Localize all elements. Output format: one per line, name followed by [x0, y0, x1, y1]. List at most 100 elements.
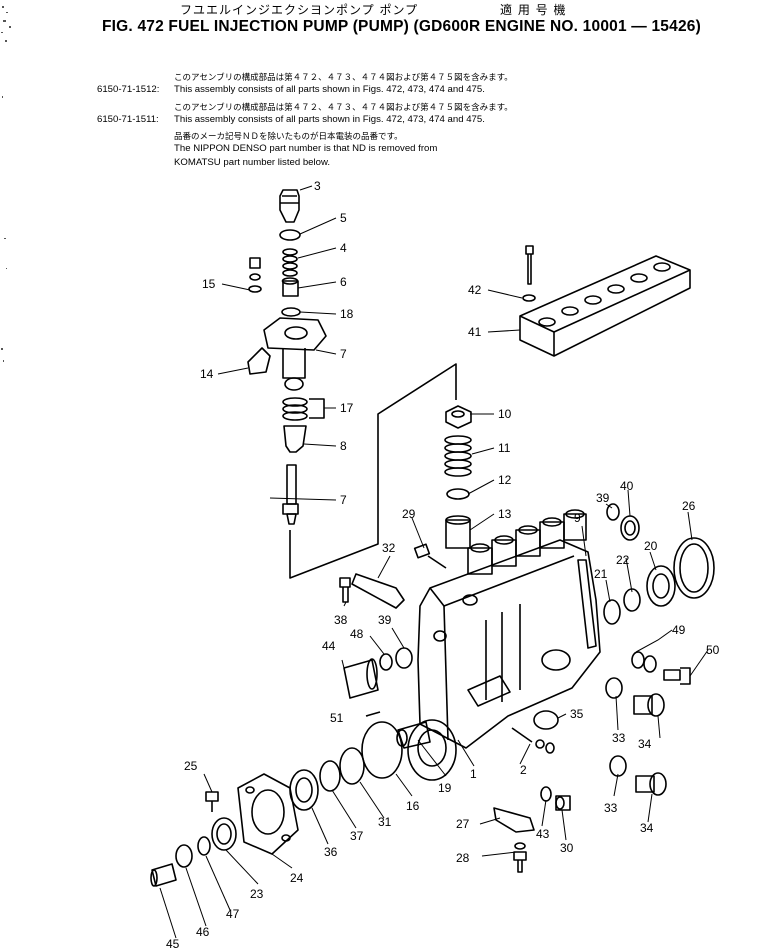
leader-lines — [159, 185, 709, 939]
callout-47: 47 — [226, 907, 240, 921]
part-22-shim — [623, 588, 641, 612]
callout-48: 48 — [350, 627, 364, 641]
callout-39: 39 — [596, 491, 610, 505]
callout-44: 44 — [322, 639, 336, 653]
part-16-o-ring — [361, 721, 403, 779]
part-47-ring — [197, 836, 211, 856]
pump-elements-row — [467, 509, 587, 575]
part-26-ring — [673, 537, 715, 599]
note-2-part-number: 6150-71-1511: — [97, 114, 159, 125]
callout-26: 26 — [682, 499, 696, 513]
note-1-jp: このアセンブリの構成部品は第４７２、４７３、４７４図および第４７５図を含みます。 — [174, 73, 513, 83]
callout-40: 40 — [620, 479, 634, 493]
callout-9: 9 — [574, 511, 581, 525]
part-33-washer-lower — [609, 755, 627, 777]
callout-16: 16 — [406, 799, 420, 813]
callout-41: 41 — [468, 325, 482, 339]
part-49-washers — [631, 651, 657, 673]
part-20-bearing — [646, 565, 676, 607]
callout-37: 37 — [350, 829, 364, 843]
part-11-plunger-spring — [444, 435, 472, 477]
part-38-bolt — [339, 577, 351, 603]
part-39-washer-top — [606, 503, 620, 521]
note-2-jp: このアセンブリの構成部品は第４７２、４７３、４７４図および第４７５図を含みます。 — [174, 103, 513, 113]
callout-23: 23 — [250, 887, 264, 901]
callout-6: 6 — [340, 275, 347, 289]
part-1-pump-housing — [407, 539, 601, 781]
callout-3: 3 — [314, 179, 321, 193]
note-3-jp: 品番のメーカ記号ＮＤを除いたものが日本電装の品番です。 — [174, 132, 403, 142]
part-7-plunger — [282, 464, 299, 525]
part-28-bolt — [513, 842, 527, 873]
callout-21: 21 — [594, 567, 608, 581]
callout-24: 24 — [290, 871, 304, 885]
callout-22: 22 — [616, 553, 630, 567]
part-27-bracket — [493, 807, 535, 833]
callout-14: 14 — [200, 367, 214, 381]
part-21-ring — [603, 599, 621, 625]
callout-50: 50 — [706, 643, 720, 657]
part-40-nut — [620, 515, 640, 541]
part-18-gasket — [281, 307, 301, 317]
part-43-washer — [540, 786, 552, 802]
callout-46: 46 — [196, 925, 210, 939]
bracket-line-left — [289, 363, 457, 579]
part-36-bearing — [289, 769, 319, 811]
part-9-rod — [577, 559, 597, 649]
callout-34: 34 — [638, 737, 652, 751]
note-1-part-number: 6150-71-1512: — [97, 84, 160, 95]
part-51-pin — [365, 711, 381, 717]
part-41-cover — [519, 255, 691, 357]
part-17-bracket — [309, 398, 325, 419]
part-14-lock-plate — [247, 347, 271, 375]
part-6-valve — [281, 277, 299, 297]
callout-31: 31 — [378, 815, 392, 829]
callout-1: 1 — [470, 767, 477, 781]
part-23-oil-seal — [211, 817, 237, 851]
callout-11: 11 — [498, 441, 511, 455]
part-31-ring — [339, 747, 365, 785]
callout-5: 5 — [340, 211, 347, 225]
callout-29: 29 — [402, 507, 416, 521]
part-42-bolt — [522, 245, 536, 302]
part-37-shim — [319, 760, 341, 792]
part-29-screw — [413, 543, 447, 569]
callout-10: 10 — [498, 407, 512, 421]
part-50-plug — [663, 667, 691, 685]
callout-32: 32 — [382, 541, 396, 555]
part-24-bearing-cover — [237, 773, 299, 855]
part-2-stud — [511, 727, 555, 754]
callout-38: 38 — [334, 613, 348, 627]
part-12-spring-seat — [446, 488, 470, 500]
callout-45: 45 — [166, 937, 180, 950]
callout-30: 30 — [560, 841, 574, 855]
callout-33: 33 — [612, 731, 626, 745]
callout-13: 13 — [498, 507, 512, 521]
part-34-plug-lower — [635, 772, 667, 796]
callout-7: 7 — [340, 493, 347, 507]
callout-39: 39 — [378, 613, 392, 627]
callout-28: 28 — [456, 851, 470, 865]
note-2-en: This assembly consists of all parts show… — [174, 114, 485, 125]
callout-35: 35 — [570, 707, 584, 721]
callout-51: 51 — [330, 711, 344, 725]
part-44-cap — [343, 658, 379, 699]
part-15-nut-washer — [248, 257, 262, 293]
callout-42: 42 — [468, 283, 482, 297]
part-8-plunger-sleeve — [283, 425, 307, 453]
callout-43: 43 — [536, 827, 550, 841]
part-3-valve-holder — [279, 189, 300, 223]
part-5-o-ring — [279, 229, 301, 241]
callout-4: 4 — [340, 241, 347, 255]
part-4-spring — [282, 248, 298, 277]
part-7-flange-barrel — [263, 317, 327, 391]
callout-20: 20 — [644, 539, 658, 553]
callout-17: 17 — [340, 401, 354, 415]
callout-25: 25 — [184, 759, 198, 773]
callout-49: 49 — [672, 623, 686, 637]
part-48-39-washers — [379, 647, 413, 671]
callout-19: 19 — [438, 781, 452, 795]
japanese-title: フユエルインジエクシヨンポンプ ポンプ — [180, 3, 419, 17]
part-33-washer-upper — [605, 677, 623, 699]
